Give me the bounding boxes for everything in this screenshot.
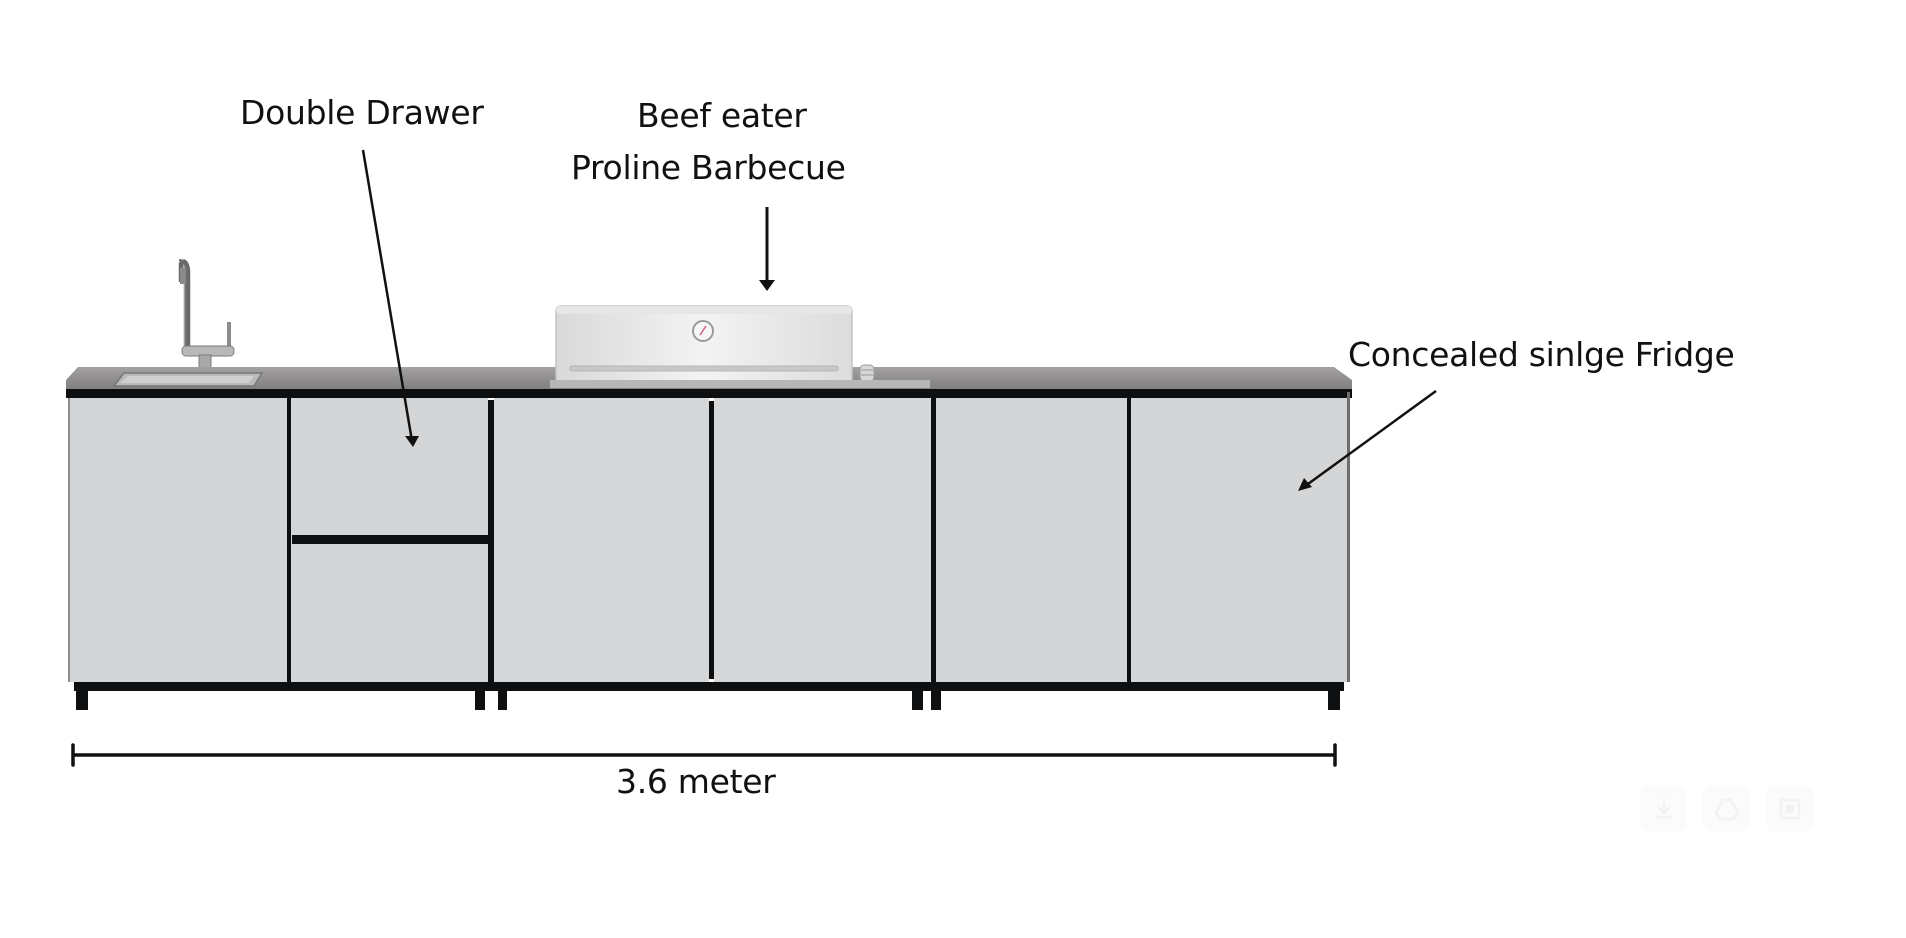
fridge-arrow: [1298, 389, 1437, 491]
cabinet-front-fridge: [1131, 398, 1347, 682]
bbq-label-line2: Proline Barbecue: [571, 148, 846, 187]
drive-icon: [1714, 798, 1739, 820]
drawer-split: [292, 535, 489, 544]
double-drawer-arrow: [361, 149, 419, 447]
open-icon: [1779, 798, 1800, 819]
base-frame: [74, 682, 1344, 691]
bbq-hood: [555, 305, 875, 385]
double-drawer-label: Double Drawer: [240, 93, 484, 132]
dimension-label: 3.6 meter: [616, 762, 776, 801]
cabinet-front-drawers: [291, 398, 488, 682]
sink: [112, 372, 264, 387]
cabinet-front-bbq-right: [714, 398, 931, 682]
download-icon: [1655, 798, 1672, 818]
temperature-gauge-icon: [692, 320, 714, 342]
countertop: [66, 367, 1352, 390]
faucet: [178, 258, 235, 369]
cabinet-front-bbq-left: [494, 398, 709, 682]
drive-button[interactable]: [1703, 785, 1750, 832]
bbq-arrow: [759, 207, 775, 291]
top-frame: [66, 389, 1352, 398]
bbq-label-line1: Beef eater: [637, 96, 807, 135]
cabinet-front-sink: [68, 398, 287, 682]
open-button[interactable]: [1766, 785, 1813, 832]
fridge-label: Concealed sinlge Fridge: [1348, 335, 1735, 374]
download-button[interactable]: [1640, 785, 1687, 832]
cabinet-front-storage: [936, 398, 1127, 682]
